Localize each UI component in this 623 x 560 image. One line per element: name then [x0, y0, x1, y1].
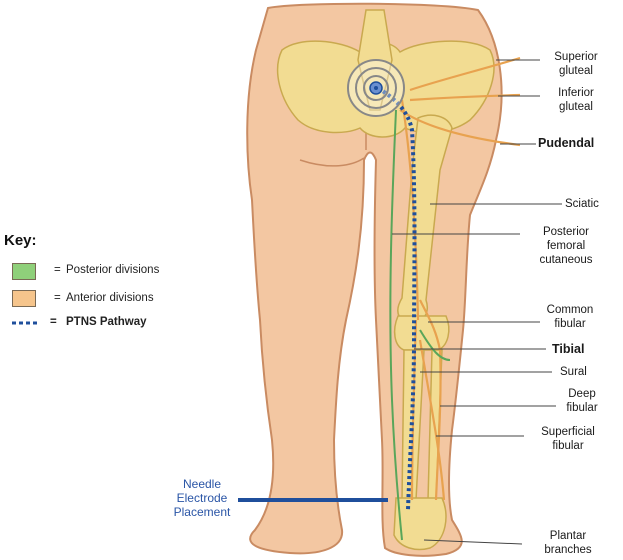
posterior-symbol: = [54, 264, 61, 276]
needle-electrode-label: Needle Electrode Placement [147, 477, 257, 519]
label-sciatic: Sciatic [565, 197, 599, 211]
ptns-label: PTNS Pathway [66, 316, 147, 328]
ptns-symbol: = [50, 316, 57, 328]
anterior-symbol: = [54, 292, 61, 304]
label-deep-fibular: Deep fibular [556, 387, 608, 415]
label-superficial-fibular: Superficial fibular [526, 425, 610, 453]
anterior-swatch [12, 290, 36, 307]
stimulation-target-icon [348, 60, 404, 116]
label-common-fibular: Common fibular [540, 303, 600, 331]
foot-bone [394, 498, 446, 549]
label-superior-gluteal: Superior gluteal [540, 50, 612, 78]
label-plantar-branches: Plantar branches [526, 529, 610, 557]
posterior-swatch [12, 263, 36, 280]
label-posterior-femoral-cutaneous: Posterior femoral cutaneous [520, 225, 612, 267]
ptns-pathway-key-icon [12, 318, 40, 328]
label-sural: Sural [560, 365, 587, 379]
label-inferior-gluteal: Inferior gluteal [546, 86, 606, 114]
label-pudendal: Pudendal [538, 136, 594, 150]
key-title: Key: [4, 232, 37, 249]
posterior-label: Posterior divisions [66, 264, 159, 276]
label-tibial: Tibial [552, 342, 584, 356]
anterior-label: Anterior divisions [66, 292, 154, 304]
